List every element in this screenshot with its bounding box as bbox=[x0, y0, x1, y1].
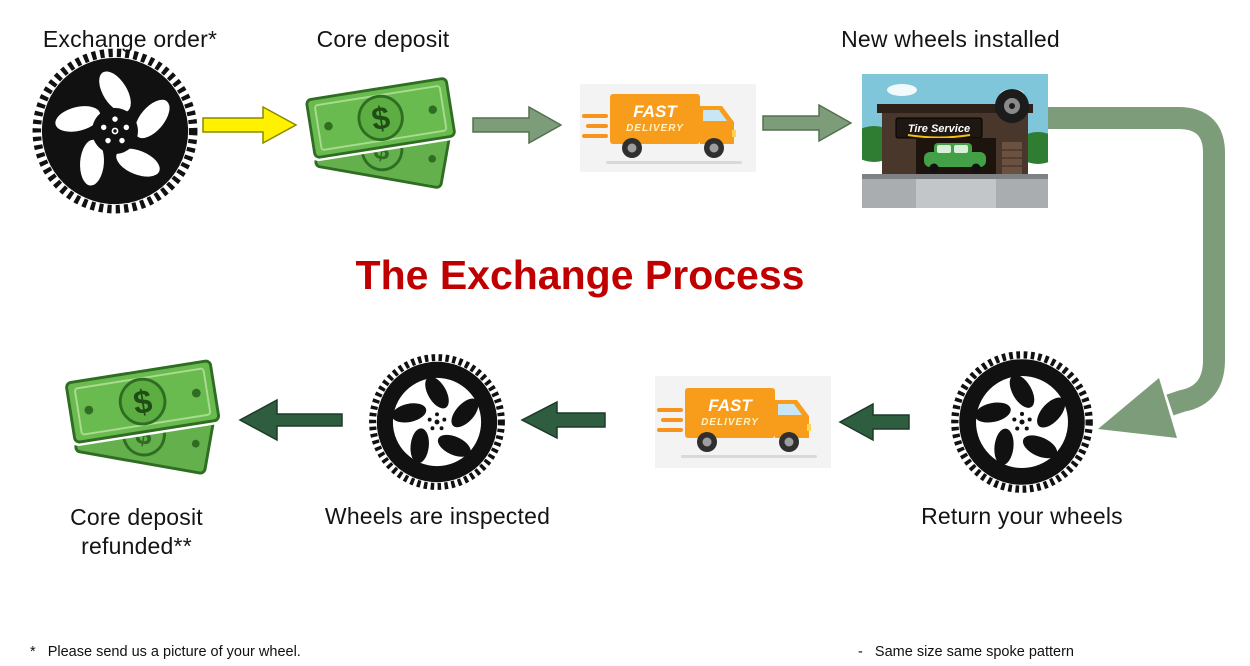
yellow-right-arrow-icon bbox=[202, 104, 298, 146]
label-exchange-order: Exchange order* bbox=[42, 26, 218, 52]
truck-text-fast: FAST bbox=[633, 102, 678, 121]
green-right-arrow-icon bbox=[762, 102, 852, 144]
truck-text-delivery: DELIVERY bbox=[701, 417, 759, 428]
dollar-sign: $ bbox=[369, 99, 392, 137]
refund-money-icon: $ $ bbox=[56, 346, 232, 482]
green-right-arrow-icon bbox=[472, 104, 562, 146]
refund-label-line2: refunded** bbox=[81, 533, 192, 559]
diagram-title: The Exchange Process bbox=[355, 252, 805, 298]
label-new-wheels-installed: New wheels installed bbox=[841, 26, 1060, 52]
inspected-wheel-icon bbox=[367, 352, 507, 492]
tire-shop-icon: Tire Service bbox=[862, 74, 1048, 208]
money-bills-icon: $ $ bbox=[296, 64, 468, 196]
label-core-deposit-refunded: Core deposit refunded** bbox=[24, 503, 249, 561]
delivery-truck-icon: FAST DELIVERY bbox=[655, 376, 831, 468]
black-wheel-icon bbox=[30, 46, 200, 216]
truck-text-fast: FAST bbox=[708, 396, 753, 415]
footnote-left: * Please send us a picture of your wheel… bbox=[30, 595, 301, 666]
shop-sign-text: Tire Service bbox=[908, 123, 970, 135]
delivery-truck-icon: FAST DELIVERY bbox=[580, 84, 756, 172]
green-left-arrow-icon bbox=[520, 399, 606, 441]
truck-text-delivery: DELIVERY bbox=[626, 123, 684, 134]
curved-down-arrow-icon bbox=[1040, 95, 1240, 465]
green-left-arrow-icon bbox=[238, 397, 344, 443]
dollar-sign: $ bbox=[131, 382, 155, 421]
footnote-right: - Same size same spoke pattern - No chro… bbox=[858, 595, 1138, 666]
green-left-arrow-icon bbox=[838, 401, 910, 443]
footnote-right-line1: - Same size same spoke pattern bbox=[858, 644, 1074, 660]
return-wheel-icon bbox=[949, 349, 1095, 495]
label-return-your-wheels: Return your wheels bbox=[921, 503, 1123, 529]
refund-label-line1: Core deposit bbox=[70, 504, 203, 530]
footnote-left-line1: * Please send us a picture of your wheel… bbox=[30, 644, 301, 660]
label-wheels-are-inspected: Wheels are inspected bbox=[324, 503, 551, 529]
label-core-deposit: Core deposit bbox=[316, 26, 450, 52]
